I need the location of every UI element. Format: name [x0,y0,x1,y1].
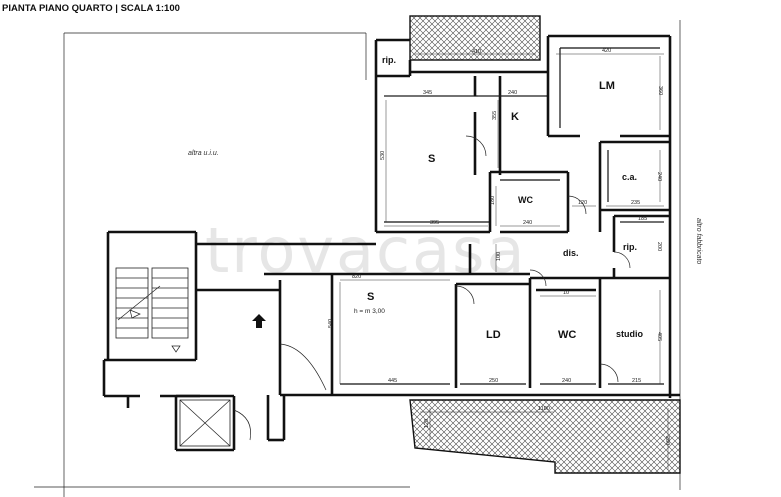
svg-text:240: 240 [656,172,662,181]
svg-text:405: 405 [656,332,662,341]
bottom-terrace [409,399,681,474]
svg-text:410: 410 [472,49,481,55]
svg-text:355: 355 [492,111,498,120]
room-height-note: h = m 3,00 [354,308,385,315]
svg-text:215: 215 [632,378,641,384]
svg-text:180: 180 [490,196,496,205]
svg-text:235: 235 [631,200,640,206]
watermark: trovacasa [205,214,526,287]
svg-text:395: 395 [430,220,439,226]
svg-text:240: 240 [523,220,532,226]
note-altro-fabbricato: altro fabbricato [695,218,702,264]
svg-text:120: 120 [424,419,430,428]
room-label-lm: LM [599,80,615,92]
room-label-rip-right: rip. [623,242,637,252]
svg-text:360: 360 [657,86,663,95]
svg-text:200: 200 [656,242,662,251]
svg-text:445: 445 [388,378,397,384]
note-altra-uiu: altra u.i.u. [188,150,219,157]
svg-text:420: 420 [602,48,611,54]
svg-text:10: 10 [563,290,569,296]
svg-text:240: 240 [562,378,571,384]
svg-text:820: 820 [352,274,361,280]
elevator-shaft [179,399,231,447]
room-label-rip-top: rip. [382,55,396,65]
svg-text:530: 530 [380,151,386,160]
entrance-arrow-icon [252,314,266,328]
svg-text:540: 540 [328,319,334,328]
room-label-wc-lower: WC [558,329,576,341]
doors [233,135,631,441]
room-label-ld: LD [486,329,501,341]
svg-text:1100: 1100 [538,406,550,412]
room-label-s-lower: S [367,291,374,303]
top-terrace [409,15,541,61]
svg-text:345: 345 [423,90,432,96]
room-label-k: K [511,111,519,123]
room-label-dis: dis. [563,248,579,258]
svg-text:240: 240 [508,90,517,96]
svg-text:250: 250 [664,436,670,445]
dimension-lines [339,53,669,470]
room-label-s-upper: S [428,153,435,165]
room-label-studio: studio [616,329,643,339]
svg-text:120: 120 [578,200,587,206]
dimension-labels: 410 420 360 345 240 355 530 395 240 180 … [328,48,670,445]
page-title: PIANTA PIANO QUARTO | SCALA 1:100 [2,3,180,14]
room-label-ca: c.a. [622,172,637,182]
walls [102,34,680,452]
svg-text:250: 250 [489,378,498,384]
svg-text:100: 100 [496,252,502,261]
room-label-wc-upper: WC [518,195,533,205]
stairwell [115,267,189,353]
svg-text:185: 185 [638,216,647,222]
